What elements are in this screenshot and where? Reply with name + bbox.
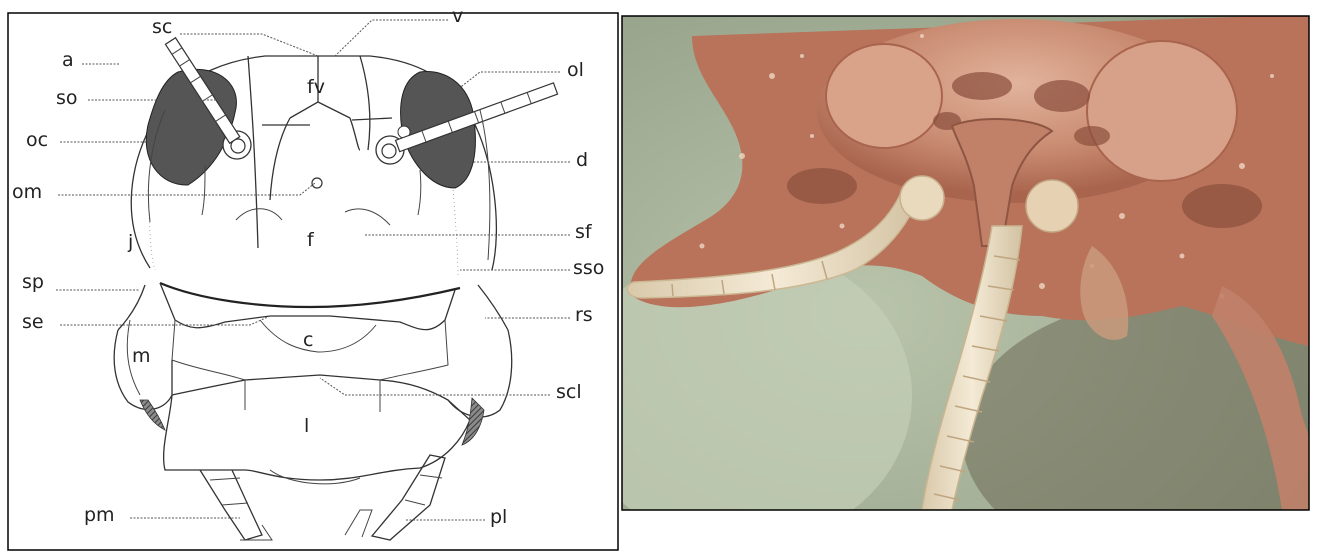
- label-sso: sso: [573, 257, 604, 279]
- label-d: d: [576, 149, 588, 171]
- specimen-photo: [572, 16, 1329, 559]
- label-l: l: [304, 415, 309, 437]
- photo-antenna-left-base: [900, 176, 944, 220]
- photo-antenna-right-base: [1026, 180, 1078, 232]
- insect-eye-right: [1087, 41, 1237, 181]
- label-rs: rs: [575, 304, 593, 326]
- label-om: om: [12, 181, 42, 203]
- label-v: v: [452, 5, 463, 27]
- label-m: m: [132, 345, 151, 367]
- label-c: c: [303, 329, 313, 351]
- label-sp: sp: [22, 271, 44, 293]
- right-antennal-socket-inner: [382, 144, 396, 158]
- label-sf: sf: [575, 221, 593, 243]
- label-sc: sc: [152, 16, 172, 38]
- label-j: j: [127, 231, 133, 253]
- label-fv: fv: [307, 76, 325, 98]
- line-drawing-panel: sc v a so oc om fv ol d f j sf sp sso se…: [8, 5, 618, 550]
- label-so: so: [56, 87, 78, 109]
- label-pl: pl: [490, 506, 507, 528]
- label-ol: ol: [567, 59, 584, 81]
- insect-eye-left: [826, 44, 942, 148]
- label-pm: pm: [84, 504, 115, 526]
- label-se: se: [22, 311, 44, 333]
- label-scl: scl: [556, 381, 582, 403]
- median-ocellus: [312, 178, 322, 188]
- label-oc: oc: [26, 129, 48, 151]
- label-a: a: [62, 49, 74, 71]
